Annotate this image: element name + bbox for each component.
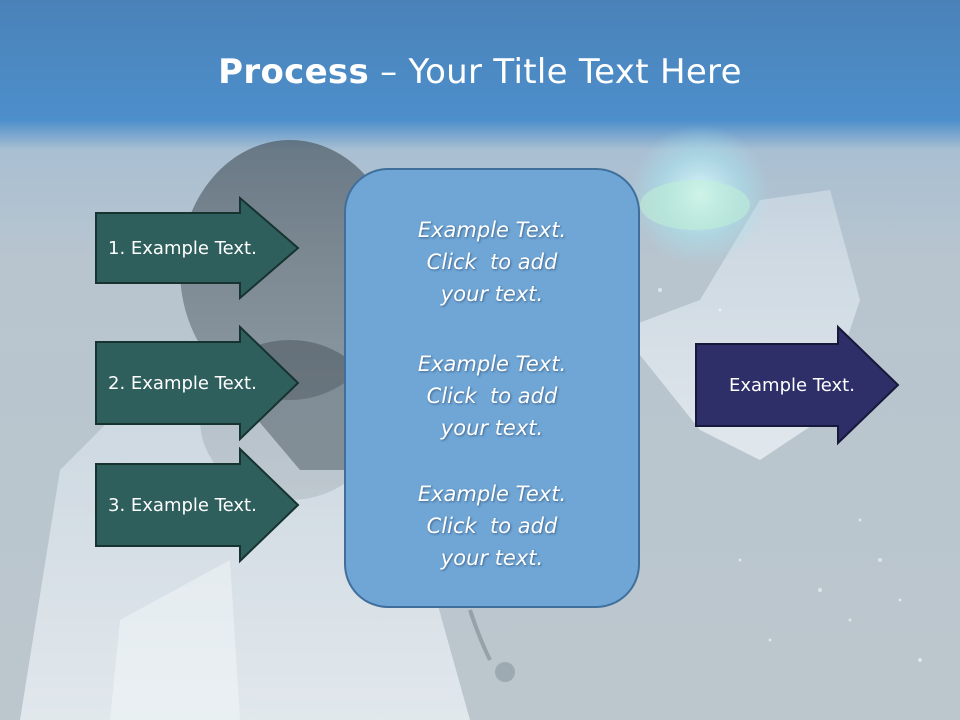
center-paragraph-2: Example Text. Click to add your text.	[346, 348, 638, 444]
center-paragraph-1: Example Text. Click to add your text.	[346, 214, 638, 310]
title-bold: Process	[218, 52, 370, 92]
paragraph-line: your text.	[440, 416, 544, 440]
arrow-shape	[95, 446, 300, 564]
slide-title: Process – Your Title Text Here	[0, 52, 960, 92]
left-arrow-1[interactable]: 1. Example Text.	[95, 195, 300, 301]
paragraph-line: Click to add	[426, 514, 558, 538]
left-arrow-3[interactable]: 3. Example Text.	[95, 446, 300, 564]
arrow-shape	[695, 324, 900, 446]
arrow-shape	[95, 324, 300, 442]
paragraph-line: Example Text.	[417, 482, 567, 506]
right-arrow-label: Example Text.	[729, 374, 855, 396]
left-arrow-3-label: 3. Example Text.	[108, 494, 257, 516]
paragraph-line: your text.	[440, 282, 544, 306]
paragraph-line: Example Text.	[417, 218, 567, 242]
right-arrow[interactable]: Example Text.	[695, 324, 900, 446]
paragraph-line: Click to add	[426, 384, 558, 408]
left-arrow-2-label: 2. Example Text.	[108, 372, 257, 394]
center-paragraph-3: Example Text. Click to add your text.	[346, 478, 638, 574]
paragraph-line: Click to add	[426, 250, 558, 274]
paragraph-line: your text.	[440, 546, 544, 570]
paragraph-line: Example Text.	[417, 352, 567, 376]
left-arrow-1-label: 1. Example Text.	[108, 237, 257, 259]
title-rest: – Your Title Text Here	[369, 52, 742, 92]
arrow-shape	[95, 195, 300, 301]
left-arrow-2[interactable]: 2. Example Text.	[95, 324, 300, 442]
center-text-box[interactable]: Example Text. Click to add your text. Ex…	[344, 168, 640, 608]
